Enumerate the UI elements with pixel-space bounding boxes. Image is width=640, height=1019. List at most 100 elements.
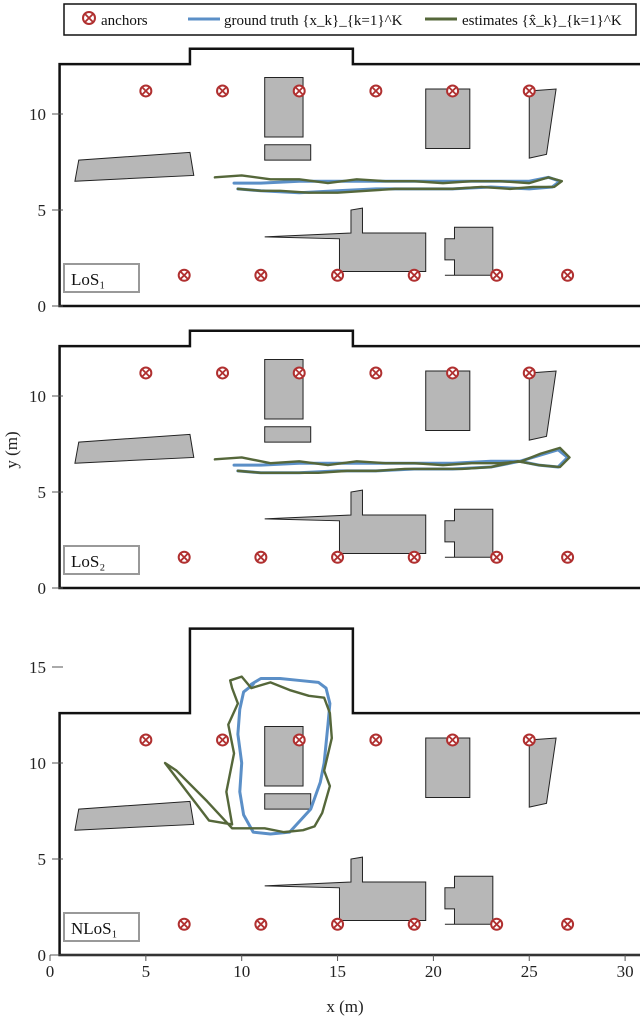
anchor-5: [446, 733, 460, 747]
anchor-9: [331, 268, 345, 282]
anchor-cross: [371, 368, 380, 378]
panel-label-box: [63, 263, 140, 293]
legend-label-anchors: anchors: [101, 13, 148, 29]
anchor-2: [216, 366, 230, 380]
obstacle-5: [528, 88, 557, 159]
anchor-cross: [410, 271, 419, 280]
anchor-10: [407, 917, 421, 931]
x-tick-label: 15: [329, 962, 346, 981]
anchor-2: [216, 733, 230, 747]
anchor-cross: [218, 86, 227, 96]
estimated-trajectory: [213, 446, 571, 474]
anchor-cross: [218, 735, 227, 745]
anchor-cross: [371, 86, 380, 96]
y-tick-label: 5: [38, 850, 47, 869]
anchor-4: [369, 84, 383, 98]
legend: anchors ground truth {x_k}_{k=1}^K estim…: [63, 3, 637, 36]
anchor-cross: [256, 553, 265, 562]
anchor-cross: [180, 920, 189, 929]
panel-label: LoS₁: [71, 270, 105, 289]
obstacle-6: [264, 489, 427, 554]
panel-label: LoS₂: [71, 552, 105, 571]
room-wall: [58, 627, 640, 957]
legend-label-ground-truth: ground truth {x_k}_{k=1}^K: [224, 13, 403, 29]
anchor-6: [522, 84, 536, 98]
legend-anchor-icon: [82, 11, 96, 25]
x-tick-label: 25: [521, 962, 538, 981]
anchor-11: [490, 917, 504, 931]
anchor-10: [407, 268, 421, 282]
anchor-cross: [563, 920, 572, 929]
anchor-11: [490, 550, 504, 564]
anchor-cross: [333, 271, 342, 280]
panel-label-box: [63, 545, 140, 575]
anchor-6: [522, 366, 536, 380]
anchor-8: [254, 268, 268, 282]
anchor-3: [292, 366, 306, 380]
obstacle-6: [264, 207, 427, 272]
anchor-7: [177, 268, 191, 282]
obstacle-1: [74, 433, 195, 464]
panel-label: NLoS₁: [71, 919, 118, 938]
y-axis-title: y (m): [2, 431, 21, 468]
anchor-7: [177, 917, 191, 931]
anchor-10: [407, 550, 421, 564]
anchor-3: [292, 733, 306, 747]
y-tick-label: 0: [38, 579, 47, 598]
anchor-4: [369, 733, 383, 747]
y-tick-label: 5: [38, 483, 47, 502]
ground-truth-trajectory: [236, 677, 332, 836]
x-axis-title: x (m): [326, 997, 363, 1016]
anchor-cross: [410, 553, 419, 562]
anchor-9: [331, 917, 345, 931]
anchor-cross: [525, 368, 534, 378]
anchor-cross: [492, 920, 501, 929]
anchor-cross: [256, 920, 265, 929]
anchor-cross: [448, 86, 457, 96]
anchor-cross: [371, 735, 380, 745]
anchor-cross: [492, 271, 501, 280]
anchor-3: [292, 84, 306, 98]
anchor-1: [139, 733, 153, 747]
obstacle-4: [425, 88, 471, 150]
obstacle-7: [444, 226, 494, 276]
anchor-cross: [448, 735, 457, 745]
obstacle-4: [425, 370, 471, 432]
anchor-cross: [492, 553, 501, 562]
anchor-1: [139, 366, 153, 380]
anchor-1: [139, 84, 153, 98]
anchor-cross: [295, 735, 304, 745]
legend-label-estimates: estimates {x̂_k}_{k=1}^K: [462, 13, 622, 29]
x-tick-label: 0: [46, 962, 55, 981]
y-tick-label: 5: [38, 201, 47, 220]
obstacle-7: [444, 875, 494, 925]
anchor-2: [216, 84, 230, 98]
anchor-cross: [410, 920, 419, 929]
anchor-cross: [295, 86, 304, 96]
anchor-12: [561, 917, 575, 931]
anchor-5: [446, 366, 460, 380]
estimated-trajectory: [163, 675, 333, 834]
obstacle-4: [425, 737, 471, 799]
obstacle-3: [264, 426, 312, 443]
anchor-cross: [333, 553, 342, 562]
panel-label-box: [63, 912, 140, 942]
x-tick-label: 10: [233, 962, 250, 981]
anchor-9: [331, 550, 345, 564]
anchor-cross: [295, 368, 304, 378]
room-wall: [58, 329, 640, 590]
anchor-8: [254, 917, 268, 931]
y-tick-label: 15: [29, 658, 46, 677]
x-tick-label: 20: [425, 962, 442, 981]
obstacle-3: [264, 144, 312, 161]
anchor-4: [369, 366, 383, 380]
obstacle-5: [528, 737, 557, 808]
obstacle-7: [444, 508, 494, 558]
anchor-cross: [256, 271, 265, 280]
anchor-6: [522, 733, 536, 747]
